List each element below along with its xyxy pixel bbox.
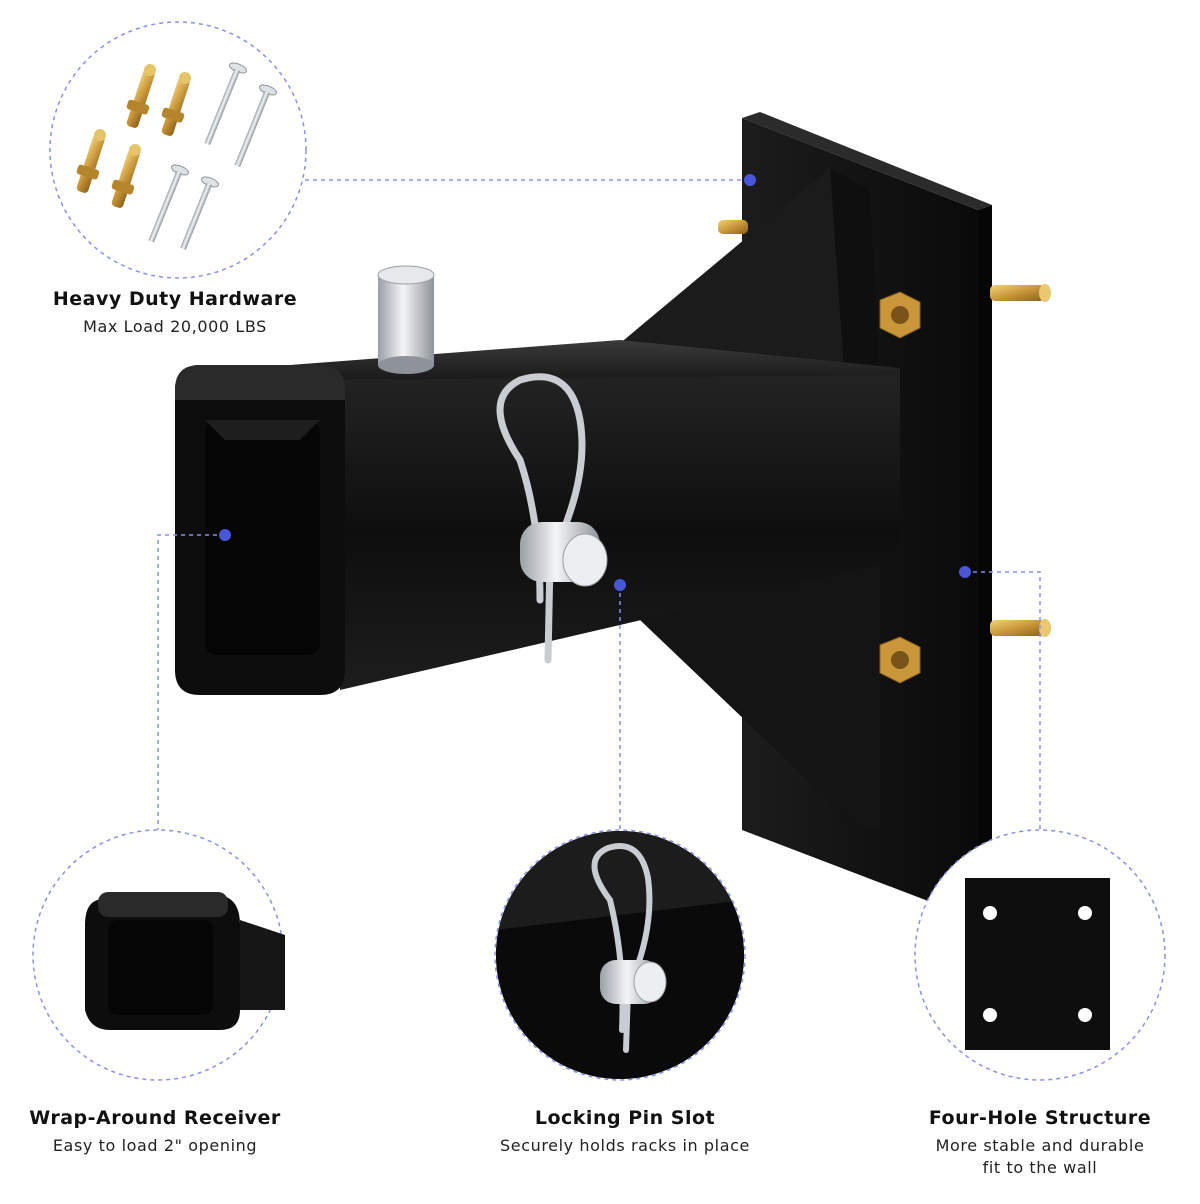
callout-dot-locking [614, 579, 626, 591]
hardware-subtitle: Max Load 20,000 LBS [83, 317, 267, 336]
brass-nuts [879, 291, 921, 684]
callout-dot-fourhole [959, 566, 971, 578]
locking-title: Locking Pin Slot [534, 1107, 716, 1129]
gusset [600, 168, 880, 395]
top-pin [377, 265, 435, 374]
brass-anchor-bolts [76, 64, 191, 208]
receiver-detail-circle [32, 829, 285, 1081]
locking-subtitle: Securely holds racks in place [500, 1136, 750, 1155]
receiver-collar [175, 365, 345, 695]
brass-studs [718, 220, 1051, 637]
hardware-title: Heavy Duty Hardware [52, 288, 298, 310]
hardware-caption: Heavy Duty Hardware Max Load 20,000 LBS [20, 288, 330, 338]
receiver-title: Wrap-Around Receiver [29, 1107, 281, 1129]
main-hitch-mount [175, 112, 1051, 920]
receiver-tube [340, 375, 900, 690]
callout-dot-receiver [219, 529, 231, 541]
receiver-subtitle: Easy to load 2" opening [52, 1136, 258, 1155]
fourhole-detail-circle [914, 829, 1166, 1081]
hardware-detail-circle [49, 21, 307, 279]
zinc-lag-screws [148, 62, 277, 250]
fourhole-title: Four-Hole Structure [928, 1107, 1152, 1129]
callout-dot-hardware [744, 174, 756, 186]
callout-dots [219, 174, 971, 591]
fourhole-caption: Four-Hole Structure More stable and dura… [900, 1107, 1180, 1179]
fourhole-subtitle: More stable and durable fit to the wall [935, 1136, 1145, 1177]
locking-detail-circle [494, 829, 746, 1081]
receiver-caption: Wrap-Around Receiver Easy to load 2" ope… [10, 1107, 300, 1157]
r-clip-pin [496, 373, 608, 664]
callout-lines [157, 179, 1041, 840]
locking-caption: Locking Pin Slot Securely holds racks in… [470, 1107, 780, 1157]
